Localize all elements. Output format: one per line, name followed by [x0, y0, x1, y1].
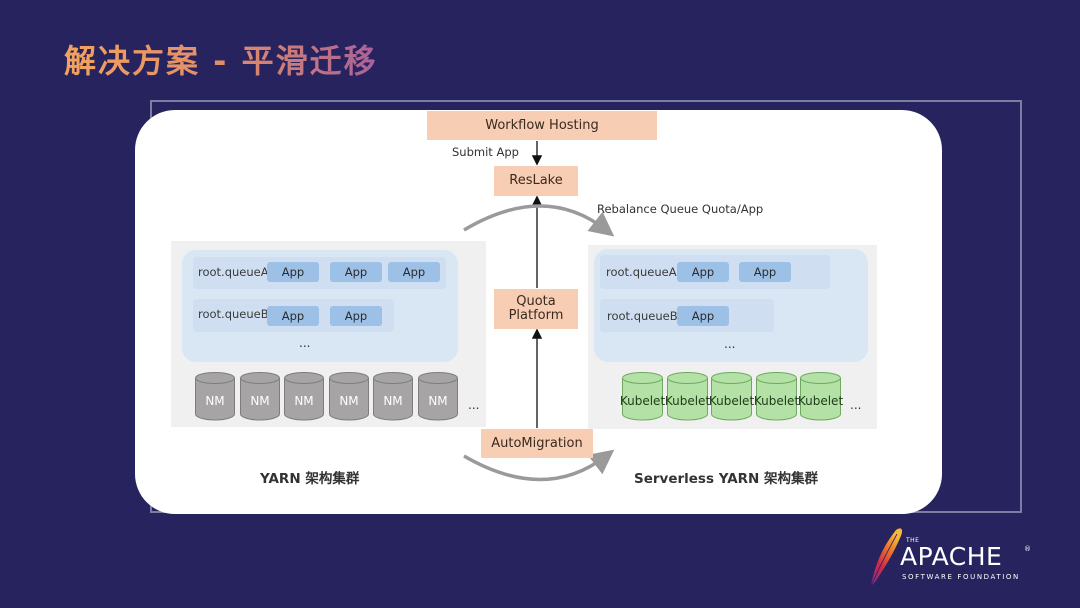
- kubelet-node-label: Kubelet: [798, 394, 844, 408]
- kubelet-more-ellipsis: ...: [850, 398, 862, 412]
- nm-node-label: NM: [383, 394, 402, 408]
- serverless-queueA-label: root.queueA: [606, 265, 677, 279]
- kubelet-node: Kubelet: [709, 372, 755, 421]
- nm-node-label: NM: [294, 394, 313, 408]
- apache-logo-name: APACHE: [900, 542, 1003, 571]
- kubelet-node-label: Kubelet: [620, 394, 666, 408]
- kubelet-node: Kubelet: [620, 372, 666, 421]
- nm-node-label: NM: [339, 394, 358, 408]
- yarn-queueA-app: App: [388, 262, 440, 282]
- serverless-queueA-app: App: [739, 262, 791, 282]
- quota-platform-box: Quota Platform: [494, 289, 578, 329]
- yarn-queueA-app: App: [267, 262, 319, 282]
- kubelet-node: Kubelet: [753, 372, 799, 421]
- serverless-cluster-caption: Serverless YARN 架构集群: [634, 471, 819, 487]
- rebalance-label: Rebalance Queue Quota/App: [597, 202, 764, 216]
- quota-platform-line2: Platform: [508, 308, 564, 323]
- kubelet-node: Kubelet: [664, 372, 710, 421]
- kubelet-node: Kubelet: [798, 372, 844, 421]
- yarn-queueA-label: root.queueA: [198, 265, 269, 279]
- automigration-box: AutoMigration: [481, 429, 593, 458]
- apache-logo-subtitle: SOFTWARE FOUNDATION: [902, 573, 1020, 581]
- yarn-queueB-app: App: [267, 306, 319, 326]
- quota-platform-line1: Quota: [516, 294, 556, 309]
- kubelet-node-label: Kubelet: [709, 394, 755, 408]
- nm-node: NM: [373, 372, 413, 421]
- serverless-queue-ellipsis: ...: [724, 337, 736, 351]
- nm-node-label: NM: [250, 394, 269, 408]
- kubelet-node-label: Kubelet: [753, 394, 799, 408]
- nm-node: NM: [195, 372, 235, 421]
- serverless-queueB-app: App: [677, 306, 729, 326]
- yarn-queue-ellipsis: ...: [299, 336, 311, 350]
- nm-node: NM: [328, 372, 369, 421]
- apache-feather-icon: [870, 528, 903, 587]
- yarn-queueB-app: App: [330, 306, 382, 326]
- serverless-queueB-label: root.queueB: [607, 309, 678, 323]
- nm-node-label: NM: [428, 394, 447, 408]
- yarn-cluster-caption: YARN 架构集群: [260, 471, 360, 487]
- serverless-queueA-app: App: [677, 262, 729, 282]
- yarn-queueB-label: root.queueB: [198, 307, 269, 321]
- yarn-queueA-app: App: [330, 262, 382, 282]
- apache-logo-the: THE: [906, 537, 920, 544]
- rebalance-curve: [463, 204, 615, 237]
- nm-node: NM: [284, 372, 324, 421]
- apache-logo-registered: ®: [1024, 545, 1031, 553]
- migration-curve: [463, 449, 615, 482]
- reslake-box: ResLake: [494, 166, 578, 196]
- submit-app-label: Submit App: [452, 145, 519, 159]
- nm-node: NM: [239, 372, 280, 421]
- nm-more-ellipsis: ...: [468, 398, 480, 412]
- nm-node: NM: [417, 372, 458, 421]
- workflow-hosting-box: Workflow Hosting: [427, 111, 657, 140]
- nm-node-label: NM: [205, 394, 224, 408]
- kubelet-node-label: Kubelet: [664, 394, 710, 408]
- slide-title: 解决方案 - 平滑迁移: [64, 36, 378, 82]
